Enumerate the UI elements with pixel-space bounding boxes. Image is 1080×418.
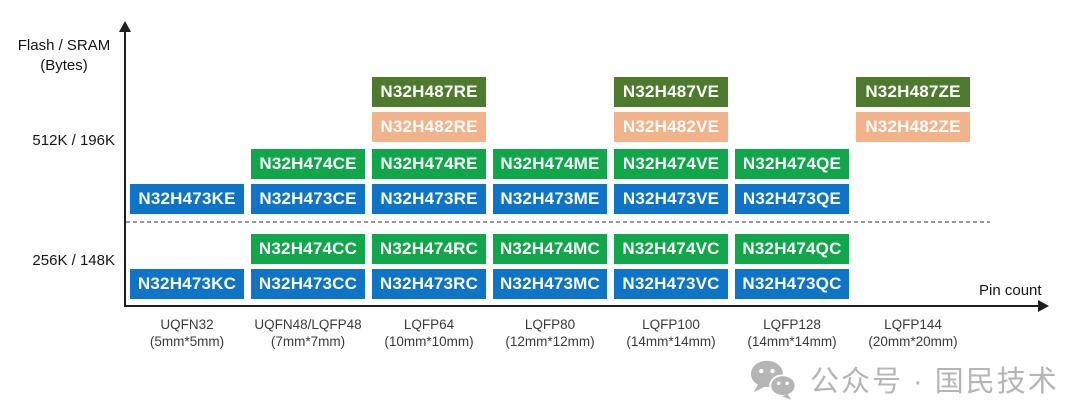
x-category-lqfp144: LQFP144 (20mm*20mm) [838,316,988,350]
chip-n32h487ve: N32H487VE [614,77,728,107]
chip-n32h473kc: N32H473KC [130,269,244,299]
y-tick-512k: 512K / 196K [32,132,115,149]
chip-n32h474rc: N32H474RC [372,234,486,264]
chip-n32h473ke: N32H473KE [130,184,244,214]
package-name: LQFP80 [524,317,576,332]
x-category-uqfn32: UQFN32 (5mm*5mm) [112,316,262,350]
memory-divider-dashed-line [126,221,990,223]
x-category-lqfp64: LQFP64 (10mm*10mm) [354,316,504,350]
chip-n32h474re: N32H474RE [372,149,486,179]
wechat-icon [750,360,797,400]
package-size: (14mm*14mm) [626,334,716,349]
chip-n32h473vc: N32H473VC [614,269,728,299]
chip-n32h473ce: N32H473CE [251,184,365,214]
chip-n32h474qc: N32H474QC [735,234,849,264]
watermark-text: 公众号 · 国民技术 [810,366,1059,398]
chip-n32h474qe: N32H474QE [735,149,849,179]
chip-n32h474me: N32H474ME [493,149,607,179]
package-size: (5mm*5mm) [149,334,225,349]
package-size: (20mm*20mm) [868,334,958,349]
chip-n32h487re: N32H487RE [372,77,486,107]
package-size: (14mm*14mm) [747,334,837,349]
chip-n32h482ze: N32H482ZE [856,112,970,142]
watermark: 公众号 · 国民技术 [750,358,1059,400]
x-axis-line [124,305,1040,307]
chip-n32h473ve: N32H473VE [614,184,728,214]
y-axis-title: Flash / SRAM (Bytes) [8,36,120,76]
chip-n32h473rc: N32H473RC [372,269,486,299]
chip-n32h473re: N32H473RE [372,184,486,214]
package-name: LQFP100 [642,317,700,332]
chip-n32h473mc: N32H473MC [493,269,607,299]
x-category-lqfp128: LQFP128 (14mm*14mm) [717,316,867,350]
x-category-lqfp80: LQFP80 (12mm*12mm) [475,316,625,350]
chip-n32h487ze: N32H487ZE [856,77,970,107]
chip-n32h473me: N32H473ME [493,184,607,214]
x-category-uqfn48-lqfp48: UQFN48/LQFP48 (7mm*7mm) [233,316,383,350]
chip-n32h474ce: N32H474CE [251,149,365,179]
package-name: UQFN32 [160,317,214,332]
chip-n32h473qe: N32H473QE [735,184,849,214]
x-category-lqfp100: LQFP100 (14mm*14mm) [596,316,746,350]
y-tick-256k: 256K / 148K [32,252,115,269]
chip-n32h473cc: N32H473CC [251,269,365,299]
chip-n32h474mc: N32H474MC [493,234,607,264]
y-axis-title-line2: (Bytes) [40,57,88,74]
chip-n32h482re: N32H482RE [372,112,486,142]
package-name: LQFP64 [403,317,455,332]
package-size: (7mm*7mm) [270,334,346,349]
package-size: (12mm*12mm) [505,334,595,349]
y-axis-arrow-icon [119,21,131,32]
package-size: (10mm*10mm) [384,334,474,349]
chip-n32h482ve: N32H482VE [614,112,728,142]
package-name: LQFP144 [884,317,942,332]
package-name: LQFP128 [763,317,821,332]
package-name: UQFN48/LQFP48 [254,317,362,332]
chip-n32h473qc: N32H473QC [735,269,849,299]
chip-n32h474vc: N32H474VC [614,234,728,264]
chip-n32h474ve: N32H474VE [614,149,728,179]
x-axis-arrow-icon [1038,300,1049,312]
y-axis-line [124,30,126,306]
chip-n32h474cc: N32H474CC [251,234,365,264]
x-axis-title: Pin count [979,282,1042,299]
y-axis-title-line1: Flash / SRAM [17,37,111,54]
